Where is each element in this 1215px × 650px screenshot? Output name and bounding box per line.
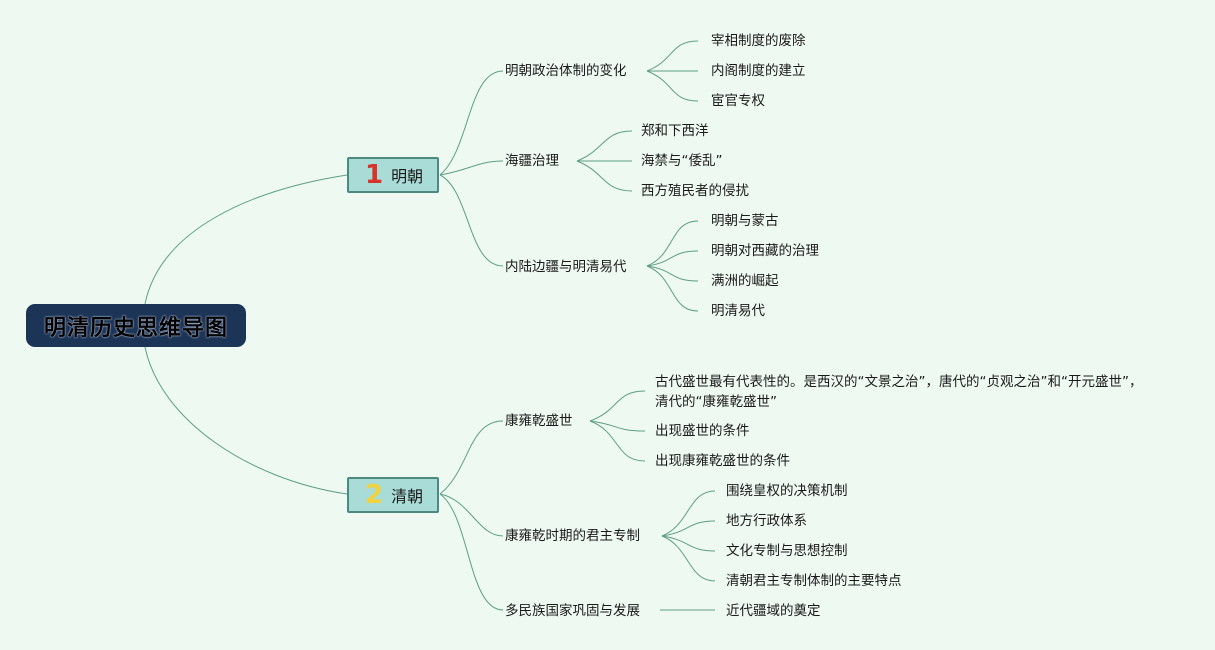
branch-qing[interactable]: 2 清朝 bbox=[347, 477, 439, 513]
leaf-topic[interactable]: 古代盛世最有代表性的。是西汉的“文景之治”，唐代的“贞观之治”和“开元盛世”，清… bbox=[655, 374, 1143, 410]
leaf-topic[interactable]: 明清易代 bbox=[711, 303, 765, 319]
leaf-topic[interactable]: 内阁制度的建立 bbox=[711, 63, 806, 79]
root-title: 明清历史思维导图 bbox=[43, 315, 228, 341]
branch-label: 清朝 bbox=[391, 487, 424, 506]
leaf-topic[interactable]: 海禁与“倭乱” bbox=[641, 153, 723, 169]
connector-ming-sub3 bbox=[439, 174, 504, 267]
leaf-topic[interactable]: 明朝与蒙古 bbox=[711, 213, 779, 229]
leaf-topic[interactable]: 西方殖民者的侵扰 bbox=[641, 183, 749, 199]
connector-root-ming bbox=[144, 174, 348, 305]
leaf-topic[interactable]: 满洲的崛起 bbox=[711, 273, 779, 289]
leaf-topic[interactable]: 文化专制与思想控制 bbox=[726, 543, 848, 559]
branch-number: 1 bbox=[365, 160, 384, 190]
sub-topic[interactable]: 多民族国家巩固与发展 bbox=[505, 603, 640, 619]
branch-number: 2 bbox=[365, 480, 384, 510]
branch-ming[interactable]: 1 明朝 bbox=[347, 157, 439, 193]
leaf-topic[interactable]: 宦官专权 bbox=[711, 93, 765, 109]
leaf-topic[interactable]: 郑和下西洋 bbox=[641, 123, 709, 139]
leaf-topic[interactable]: 出现盛世的条件 bbox=[655, 423, 750, 439]
leaf-topic[interactable]: 清朝君主专制体制的主要特点 bbox=[726, 573, 902, 589]
leaf-topic[interactable]: 明朝对西藏的治理 bbox=[711, 243, 819, 259]
sub-topic[interactable]: 明朝政治体制的变化 bbox=[505, 63, 627, 79]
connector-ming-sub1 bbox=[439, 70, 504, 176]
leaf-topic[interactable]: 宰相制度的废除 bbox=[711, 33, 806, 49]
leaf-topic[interactable]: 围绕皇权的决策机制 bbox=[726, 483, 848, 499]
connector-qing-sub2 bbox=[439, 493, 504, 537]
sub-topic[interactable]: 海疆治理 bbox=[505, 153, 559, 169]
leaf-topic[interactable]: 出现康雍乾盛世的条件 bbox=[655, 453, 790, 469]
branch-label: 明朝 bbox=[391, 167, 424, 186]
root-node[interactable]: 明清历史思维导图 bbox=[26, 304, 246, 347]
sub-topic[interactable]: 康雍乾盛世 bbox=[505, 413, 573, 429]
sub-topic[interactable]: 内陆边疆与明清易代 bbox=[505, 259, 627, 275]
connector-root-qing bbox=[144, 346, 348, 495]
connector-qing-sub1 bbox=[439, 420, 504, 495]
leaf-topic[interactable]: 近代疆域的奠定 bbox=[726, 603, 821, 619]
connector-qing-sub3 bbox=[439, 493, 504, 611]
leaf-topic[interactable]: 地方行政体系 bbox=[726, 513, 807, 529]
connector-ming-sub2 bbox=[439, 160, 504, 176]
sub-topic[interactable]: 康雍乾时期的君主专制 bbox=[505, 528, 640, 544]
